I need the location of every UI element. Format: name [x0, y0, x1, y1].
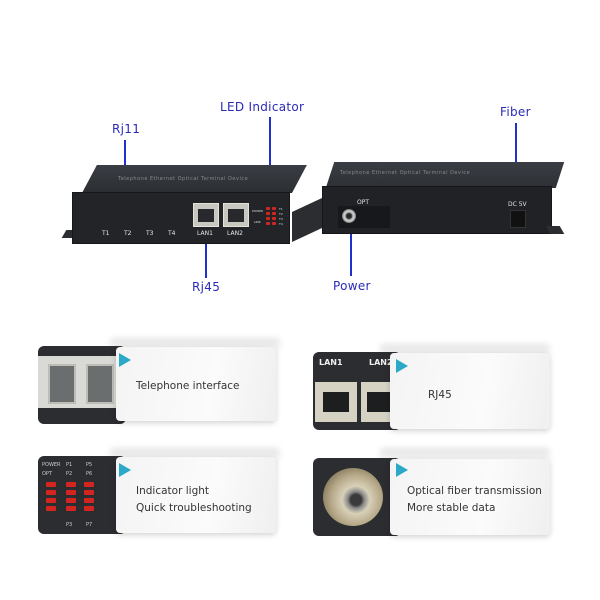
fiber-port	[342, 209, 356, 223]
feature-text-line-2: Quick troubleshooting	[136, 502, 252, 514]
feature-card-body: Optical fiber transmission More stable d…	[390, 459, 550, 535]
mount-bracket-middle	[292, 198, 322, 242]
device-left-top-label: Telephone Ethernet Optical Terminal Devi…	[118, 176, 249, 182]
rj45-thumbnail: LAN1 LAN2	[313, 352, 401, 430]
led-label-power: POWER	[252, 209, 264, 213]
port-label-t2: T2	[124, 230, 132, 237]
feature-card-body: Telephone interface	[116, 347, 276, 421]
feature-text-line-1: Optical fiber transmission	[407, 485, 542, 497]
rj45-port-lan2	[223, 203, 249, 227]
led-side-label-t3: T3	[279, 217, 283, 221]
play-triangle-icon	[119, 353, 131, 367]
callout-led-indicator: LED Indicator	[220, 100, 305, 114]
port-label-t1: T1	[102, 230, 110, 237]
callout-fiber: Fiber	[500, 105, 531, 119]
feature-text-line-1: RJ45	[428, 389, 452, 401]
thumb-label-p7: P7	[86, 522, 93, 528]
thumb-label-opt: OPT	[42, 471, 53, 477]
port-label-t3: T3	[146, 230, 154, 237]
port-label-lan2: LAN2	[227, 230, 243, 237]
thumb-label-lan1: LAN1	[319, 358, 343, 367]
play-triangle-icon	[396, 463, 408, 477]
feature-card-body: Indicator light Quick troubleshooting	[116, 457, 276, 533]
callout-rj11: Rj11	[112, 122, 141, 136]
device-left-front-panel: T1 T2 T3 T4 LAN1 LAN2 POWER LINK T1 T2 T…	[72, 192, 290, 417]
feature-card-body: RJ45	[390, 353, 550, 429]
led-side-label-t2: T2	[279, 212, 283, 216]
play-triangle-icon	[396, 359, 408, 373]
feature-text-line-1: Indicator light	[136, 485, 210, 497]
thumb-label-p6: P6	[86, 471, 93, 477]
thumb-label-lan2: LAN2	[369, 358, 393, 367]
thumb-label-power: POWER	[42, 462, 61, 468]
indicator-thumbnail: POWER P1 P5 OPT P2 P6 P3 P7	[38, 456, 126, 534]
rj11-thumbnail	[38, 346, 126, 424]
thumb-label-p5: P5	[86, 462, 93, 468]
callout-power: Power	[333, 279, 371, 293]
thumb-label-p2: P2	[66, 471, 73, 477]
led-side-label-t4: T4	[279, 222, 283, 226]
fiber-thumbnail	[313, 458, 401, 536]
device-right-top-label: Telephone Ethernet Optical Terminal Devi…	[340, 170, 471, 176]
led-side-label-t1: T1	[279, 207, 283, 211]
thumb-label-p3: P3	[66, 522, 73, 528]
callout-line-power	[350, 218, 352, 276]
play-triangle-icon	[119, 463, 131, 477]
thumb-label-p1: P1	[66, 462, 73, 468]
rj45-port-lan1	[193, 203, 219, 227]
feature-text-line-2: More stable data	[407, 502, 496, 514]
port-label-t4: T4	[168, 230, 176, 237]
dc-power-jack	[510, 210, 526, 228]
led-label-link: LINK	[254, 220, 261, 224]
callout-rj45: Rj45	[192, 280, 221, 294]
port-label-lan1: LAN1	[197, 230, 213, 237]
callout-line-rj45	[205, 222, 207, 278]
opt-label: OPT	[357, 199, 370, 206]
feature-text-line-1: Telephone interface	[136, 380, 240, 392]
dc-label: DC 5V	[508, 201, 527, 208]
